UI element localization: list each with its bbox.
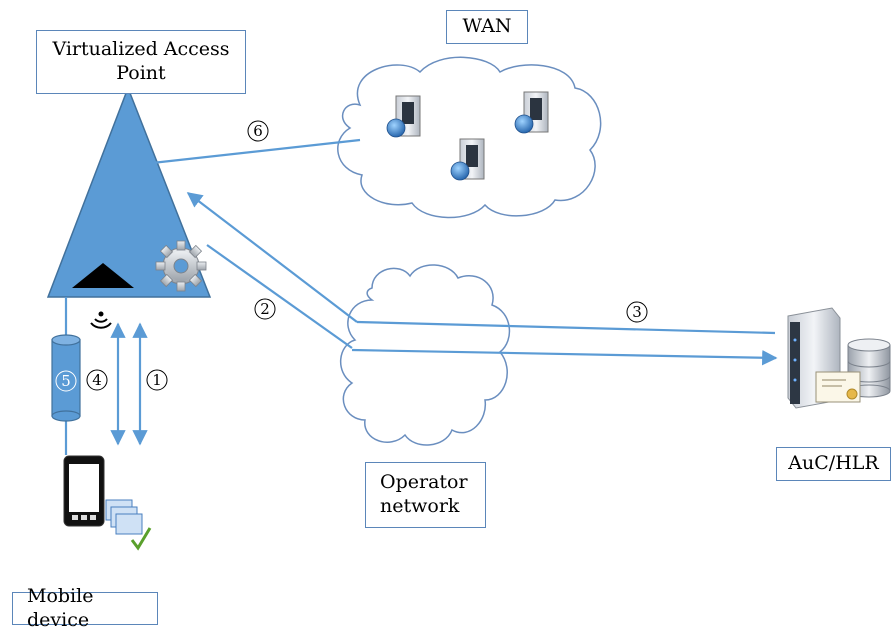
step-5: 5 — [55, 370, 77, 392]
wan-cloud — [337, 56, 602, 219]
mobile-device-label: Mobile device — [12, 585, 158, 631]
certificate-icon — [815, 371, 861, 403]
link-operator-to-hlr-top — [356, 320, 776, 335]
access-point-label: Virtualized Access Point — [36, 30, 246, 94]
step-2: 2 — [254, 298, 276, 320]
wan-server-3 — [450, 138, 485, 181]
wan-label: WAN — [446, 10, 528, 44]
link-ap-to-operator — [206, 244, 353, 349]
wireless-signal-icon — [90, 311, 112, 329]
svg-text:5: 5 — [61, 372, 71, 390]
svg-text:1: 1 — [152, 371, 162, 389]
antenna-icon — [72, 263, 134, 288]
gear-icon — [155, 240, 207, 292]
wan-server-2 — [514, 91, 549, 134]
svg-text:2: 2 — [260, 300, 270, 318]
step-1: 1 — [146, 369, 168, 391]
auc-hlr-label: AuC/HLR — [776, 447, 891, 481]
smartphone-icon — [63, 455, 105, 527]
operator-network-cloud — [339, 264, 511, 446]
svg-text:6: 6 — [253, 122, 263, 140]
step-3: 3 — [626, 301, 648, 323]
svg-text:3: 3 — [632, 303, 642, 321]
step-6: 6 — [247, 120, 269, 142]
link-operator-to-ap — [186, 192, 358, 323]
stacked-cards-icon — [105, 499, 152, 551]
access-point-triangle — [46, 85, 212, 298]
link-ap-to-wan — [151, 138, 361, 165]
link-operator-to-hlr-bottom — [351, 348, 778, 366]
operator-network-label: Operator network — [365, 462, 486, 528]
svg-text:4: 4 — [92, 371, 102, 389]
wan-server-1 — [386, 95, 421, 138]
step-4: 4 — [86, 369, 108, 391]
